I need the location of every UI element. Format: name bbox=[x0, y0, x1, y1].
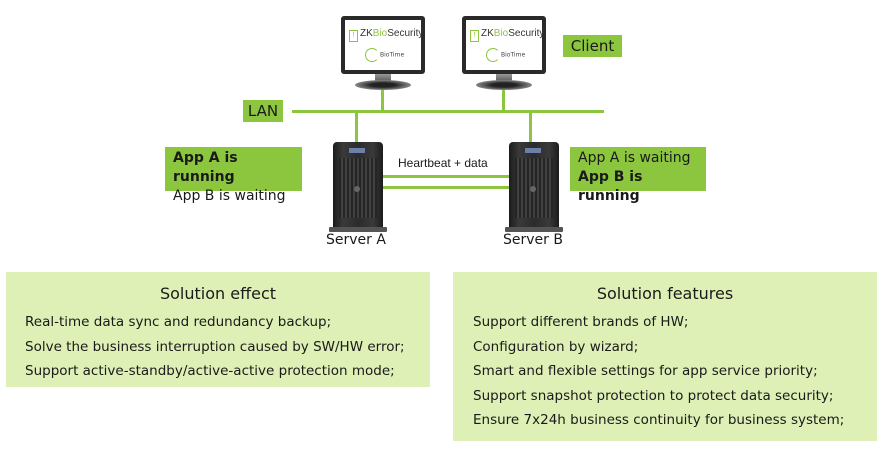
server-display-panel bbox=[525, 148, 541, 153]
list-item: Real-time data sync and redundancy backu… bbox=[25, 314, 332, 330]
server-a-tower bbox=[329, 142, 387, 232]
client-a-uplink bbox=[381, 86, 384, 112]
heartbeat-label: Heartbeat + data bbox=[398, 156, 488, 170]
client-monitor-a: !ZKBioSecurity BioTime bbox=[341, 16, 425, 94]
brand-prefix: ZK bbox=[360, 28, 373, 39]
server-lock-icon bbox=[530, 186, 536, 192]
list-item: Support active-standby/active-active pro… bbox=[25, 363, 395, 379]
lan-label: LAN bbox=[243, 100, 283, 122]
server-foot bbox=[329, 227, 387, 232]
solution-features-list: Support different brands of HW; Configur… bbox=[473, 310, 844, 433]
server-display-panel bbox=[349, 148, 365, 153]
list-item: Configuration by wizard; bbox=[473, 338, 639, 355]
list-item: Support different brands of HW; bbox=[473, 314, 689, 330]
client-label: Client bbox=[563, 35, 622, 57]
client-monitor-b: !ZKBioSecurity BioTime bbox=[462, 16, 546, 94]
brand-bio: Bio bbox=[372, 28, 388, 39]
monitor-screen: !ZKBioSecurity BioTime bbox=[345, 20, 423, 70]
biotime-ring-icon bbox=[365, 48, 379, 62]
server-b-status-line-1: App A is waiting bbox=[578, 150, 691, 166]
product-name: BioTime bbox=[501, 51, 526, 59]
shield-icon: ! bbox=[349, 30, 358, 42]
lan-bus-line bbox=[292, 110, 604, 113]
list-item: Smart and flexible settings for app serv… bbox=[473, 363, 818, 379]
server-b-status: App A is waiting App B is running bbox=[570, 147, 706, 204]
biotime-logo: BioTime bbox=[365, 48, 404, 62]
brand-suffix: Security bbox=[387, 28, 424, 39]
solution-effect-list: Real-time data sync and redundancy backu… bbox=[25, 310, 405, 384]
monitor-base bbox=[476, 80, 532, 90]
server-b-uplink bbox=[529, 111, 532, 143]
list-item: Ensure 7x24h business continuity for bus… bbox=[473, 412, 845, 428]
server-lock-icon bbox=[354, 186, 360, 192]
server-b-status-line-2: App B is running bbox=[578, 169, 643, 204]
monitor-stand bbox=[375, 74, 391, 82]
server-a-status: App A is running App B is waiting bbox=[165, 147, 302, 204]
server-a-status-line-1: App A is running bbox=[173, 150, 238, 185]
server-a-status-line-2: App B is waiting bbox=[173, 188, 286, 204]
client-b-uplink bbox=[502, 86, 505, 112]
solution-features-panel: Solution features Support different bran… bbox=[453, 272, 877, 441]
server-a-label: Server A bbox=[326, 232, 386, 248]
server-foot bbox=[505, 227, 563, 232]
brand-suffix: Security bbox=[508, 28, 545, 39]
list-item: Solve the business interruption caused b… bbox=[25, 338, 405, 355]
product-name: BioTime bbox=[380, 51, 405, 59]
heartbeat-link-2 bbox=[374, 186, 514, 189]
monitor-bezel: !ZKBioSecurity BioTime bbox=[341, 16, 425, 74]
solution-effect-panel: Solution effect Real-time data sync and … bbox=[6, 272, 430, 387]
server-a-uplink bbox=[355, 111, 358, 143]
zkbiosecurity-logo: !ZKBioSecurity bbox=[470, 28, 544, 42]
shield-icon: ! bbox=[470, 30, 479, 42]
brand-bio: Bio bbox=[493, 28, 509, 39]
monitor-base bbox=[355, 80, 411, 90]
solution-effect-title: Solution effect bbox=[159, 284, 277, 303]
list-item: Support snapshot protection to protect d… bbox=[473, 387, 834, 404]
heartbeat-link-1 bbox=[374, 175, 514, 178]
server-b-label: Server B bbox=[503, 232, 563, 248]
brand-prefix: ZK bbox=[481, 28, 494, 39]
monitor-bezel: !ZKBioSecurity BioTime bbox=[462, 16, 546, 74]
zkbiosecurity-logo: !ZKBioSecurity bbox=[349, 28, 423, 42]
server-b-tower bbox=[505, 142, 563, 232]
biotime-logo: BioTime bbox=[486, 48, 525, 62]
biotime-ring-icon bbox=[486, 48, 500, 62]
monitor-screen: !ZKBioSecurity BioTime bbox=[466, 20, 544, 70]
monitor-stand bbox=[496, 74, 512, 82]
solution-features-title: Solution features bbox=[596, 284, 734, 303]
